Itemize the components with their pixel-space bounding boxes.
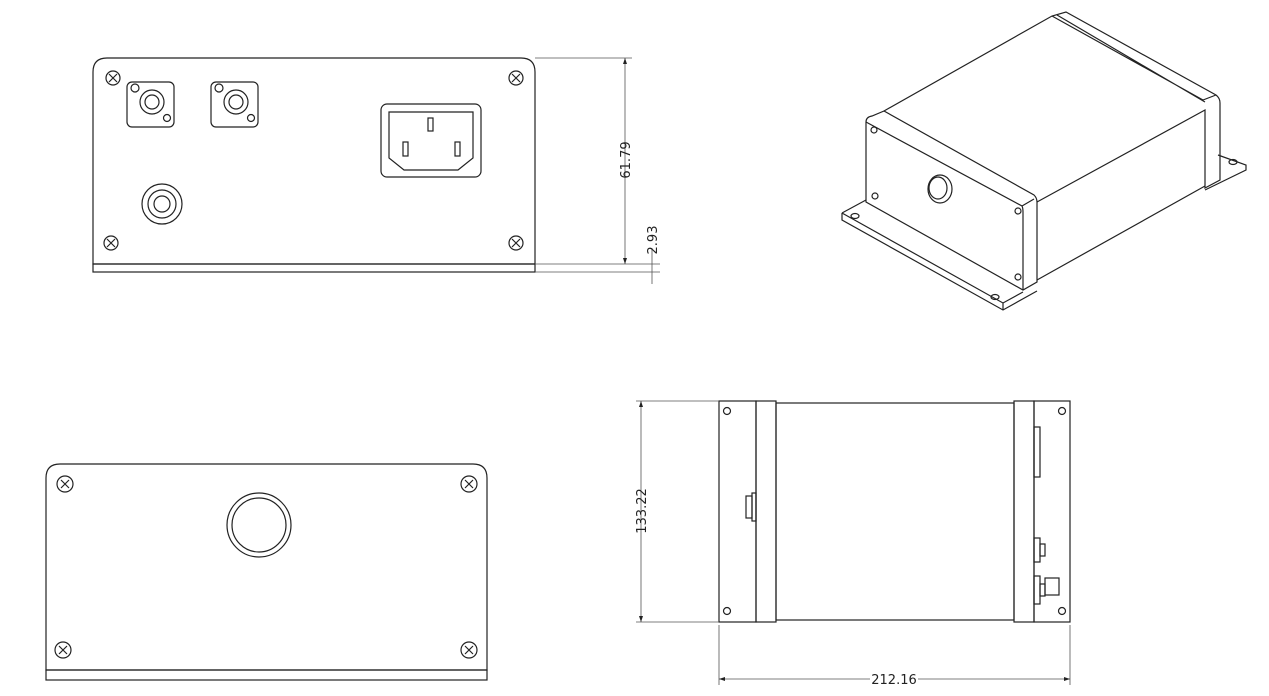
dimension-height: 61.79 [619, 141, 634, 178]
dimension-depth: 133.22 [635, 488, 650, 534]
button-icon [226, 492, 292, 558]
screw-icon [54, 475, 478, 659]
screw-icon [103, 70, 524, 251]
base-plate [92, 263, 536, 273]
isometric-view [841, 11, 1247, 311]
dimension-base-thickness: 2.93 [646, 226, 661, 255]
front-view: 61.79 2.93 [92, 57, 661, 284]
rear-view [45, 463, 488, 681]
iec-power-inlet-icon [380, 103, 482, 178]
jack-icon [141, 183, 183, 225]
base-plate [45, 669, 488, 681]
top-view: 133.22 212.16 [635, 400, 1071, 688]
dimension-length: 212.16 [871, 673, 917, 688]
connector-icon [126, 81, 259, 128]
